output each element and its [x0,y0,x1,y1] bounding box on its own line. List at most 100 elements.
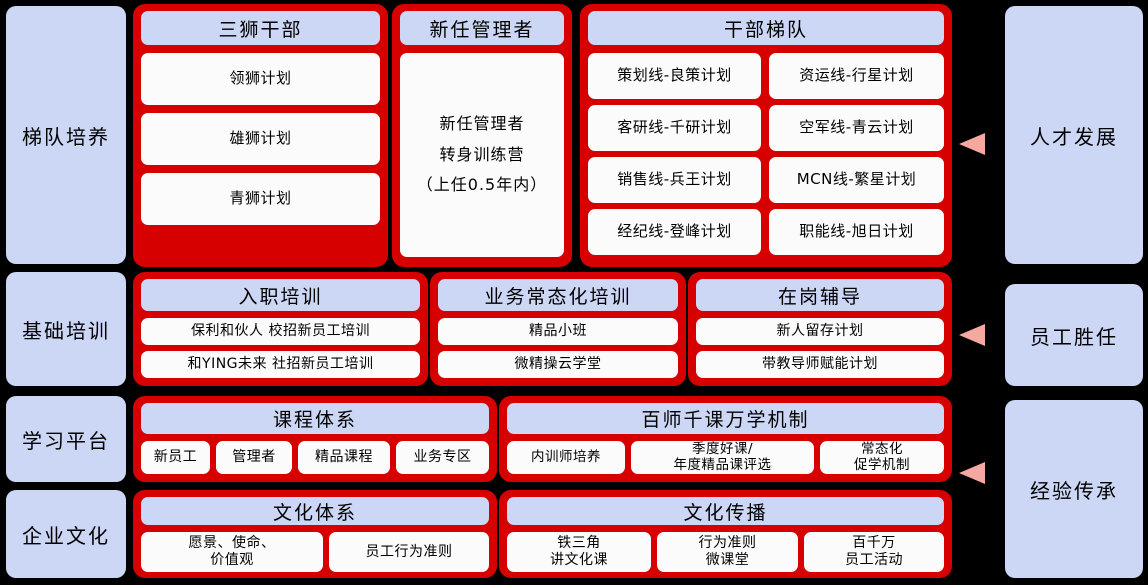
item-label: 精品小班 [529,323,587,340]
item-kongjunxian-qingyun[interactable]: 空军线-青云计划 [767,103,946,153]
item-changtaihua-cuxue-jizhi[interactable]: 常态化促学机制 [818,439,946,476]
item-label: 职能线-旭日计划 [799,222,914,241]
item-heying-weilai[interactable]: 和YING未来 社招新员工培训 [139,349,422,380]
item-label: 保利和伙人 校招新员工培训 [191,323,370,340]
item-xinren-liucun-jihua[interactable]: 新人留存计划 [694,316,946,347]
item-label: 愿景、使命、价值观 [188,535,276,568]
left-label-xuexi-pingtai: 学习平台 [6,396,126,482]
group-sanshi-ganbu: 三狮干部 领狮计划 雄狮计划 青狮计划 [133,4,388,267]
group-yewu-changtaihua-peixun: 业务常态化培训 精品小班 微精操云学堂 [430,272,686,386]
item-ziyunxian-xingxing[interactable]: 资运线-行星计划 [767,51,946,101]
item-label: 行为准则微课堂 [698,535,757,568]
group-title-text: 干部梯队 [723,18,808,41]
item-label: 带教导师赋能计划 [762,356,878,373]
item-label: 青狮计划 [229,189,292,208]
item-label: 内训师培养 [531,448,601,465]
group-title-text: 三狮干部 [218,18,303,41]
item-zhuanshen-xunlianying[interactable]: 新任管理者转身训练营（上任0.5年内） [398,51,566,259]
item-keyanxian-qianyan[interactable]: 客研线-千研计划 [586,103,763,153]
item-tiesanjiao-jiang-wenhuake[interactable]: 铁三角讲文化课 [505,530,653,574]
item-label: 经纪线-登峰计划 [617,222,732,241]
right-label-text: 人才发展 [1030,124,1118,149]
item-label: 策划线-良策计划 [617,66,732,85]
left-label-qiye-wenhua: 企业文化 [6,490,126,578]
item-cehuaxian-liangce[interactable]: 策划线-良策计划 [586,51,763,101]
item-label: 新任管理者转身训练营（上任0.5年内） [416,114,548,195]
item-guanlizhe[interactable]: 管理者 [214,439,294,476]
item-label: 精品课程 [315,449,373,466]
group-title: 三狮干部 [139,9,382,47]
item-label: 客研线-千研计划 [617,118,732,137]
arrow-to-jingyan-chuancheng [959,462,985,484]
group-ruzhi-peixun: 入职培训 保利和伙人 校招新员工培训 和YING未来 社招新员工培训 [133,272,428,386]
item-jidu-haoke-pingxuan[interactable]: 季度好课/年度精品课评选 [629,439,816,476]
right-label-text: 员工胜任 [1030,324,1118,349]
left-label-text: 企业文化 [22,523,110,548]
group-title: 新任管理者 [398,9,566,47]
group-title: 在岗辅导 [694,277,946,313]
item-jingpin-xiaoban[interactable]: 精品小班 [436,316,680,347]
item-label: 业务专区 [413,449,472,466]
item-label: 新人留存计划 [776,323,864,340]
item-lingshi-jihua[interactable]: 领狮计划 [139,51,382,107]
group-title: 业务常态化培训 [436,277,680,313]
item-label: 季度好课/年度精品课评选 [673,440,772,473]
group-zaigang-fudao: 在岗辅导 新人留存计划 带教导师赋能计划 [688,272,952,386]
item-jingjixian-dengfeng[interactable]: 经纪线-登峰计划 [586,207,763,257]
left-label-text: 梯队培养 [22,124,110,149]
item-baiqianwan-yuangong-huodong[interactable]: 百千万员工活动 [802,530,946,574]
group-baishi-qianke-wanxue: 百师千课万学机制 内训师培养 季度好课/年度精品课评选 常态化促学机制 [499,396,952,482]
group-title-text: 课程体系 [272,409,357,431]
group-kecheng-tixi: 课程体系 新员工 管理者 精品课程 业务专区 [133,396,497,482]
group-title: 课程体系 [139,401,491,436]
item-daijiao-daoshi-funeng[interactable]: 带教导师赋能计划 [694,349,946,380]
item-label: 新员工 [153,449,198,466]
group-title: 百师千课万学机制 [505,401,946,436]
item-label: 和YING未来 社招新员工培训 [187,356,374,373]
item-baoli-hehuoren[interactable]: 保利和伙人 校招新员工培训 [139,316,422,347]
item-mcnxian-fanxing[interactable]: MCN线-繁星计划 [767,155,946,205]
item-label: 百千万员工活动 [845,535,903,568]
left-label-tidui-peiyang: 梯队培养 [6,6,126,264]
group-title: 干部梯队 [586,9,946,47]
group-title-text: 入职培训 [238,285,323,308]
item-label: 管理者 [232,449,276,466]
item-label: 资运线-行星计划 [799,66,914,85]
item-qingshi-jihua[interactable]: 青狮计划 [139,171,382,227]
item-xiaoshouxian-bingwang[interactable]: 销售线-兵王计划 [586,155,763,205]
group-title-text: 百师千课万学机制 [641,409,810,431]
item-xinyuangong[interactable]: 新员工 [139,439,212,476]
group-title-text: 文化传播 [683,501,768,524]
item-jingpin-kecheng[interactable]: 精品课程 [296,439,392,476]
item-xiongshi-jihua[interactable]: 雄狮计划 [139,111,382,167]
item-weijingcao-yunxuetang[interactable]: 微精操云学堂 [436,349,680,380]
item-label: 空军线-青云计划 [799,118,914,137]
right-label-jingyan-chuancheng: 经验传承 [1005,400,1143,578]
group-title-text: 文化体系 [272,501,357,524]
item-xingwei-zhunze-weiketang[interactable]: 行为准则微课堂 [655,530,800,574]
item-label: 销售线-兵王计划 [617,170,732,189]
right-label-yuangong-shengren: 员工胜任 [1005,284,1143,386]
group-wenhua-tixi: 文化体系 愿景、使命、价值观 员工行为准则 [133,490,497,578]
group-title: 入职培训 [139,277,422,313]
item-neixunshi-peiyang[interactable]: 内训师培养 [505,439,627,476]
item-yuangong-xingwei-zhunze[interactable]: 员工行为准则 [327,530,491,574]
right-label-rencai-fazhan: 人才发展 [1005,6,1143,264]
group-title-text: 在岗辅导 [777,285,862,308]
group-title-text: 业务常态化培训 [484,285,632,308]
item-label: MCN线-繁星计划 [796,170,917,189]
item-label: 铁三角讲文化课 [550,535,608,568]
group-title-text: 新任管理者 [429,18,535,41]
item-yewu-zhuanqu[interactable]: 业务专区 [394,439,491,476]
group-title: 文化传播 [505,495,946,527]
group-title: 文化体系 [139,495,491,527]
item-label: 领狮计划 [229,69,292,88]
group-wenhua-chuanbo: 文化传播 铁三角讲文化课 行为准则微课堂 百千万员工活动 [499,490,952,578]
item-yuanjing-shiming-jiazhiguan[interactable]: 愿景、使命、价值观 [139,530,325,574]
left-label-jichu-peixun: 基础培训 [6,272,126,386]
item-zhinengxian-xuri[interactable]: 职能线-旭日计划 [767,207,946,257]
group-ganbu-tidui: 干部梯队 策划线-良策计划 客研线-千研计划 销售线-兵王计划 经纪线-登峰计划… [580,4,952,267]
arrow-to-rencai-fazhan [959,133,985,155]
item-label: 常态化促学机制 [854,440,910,473]
